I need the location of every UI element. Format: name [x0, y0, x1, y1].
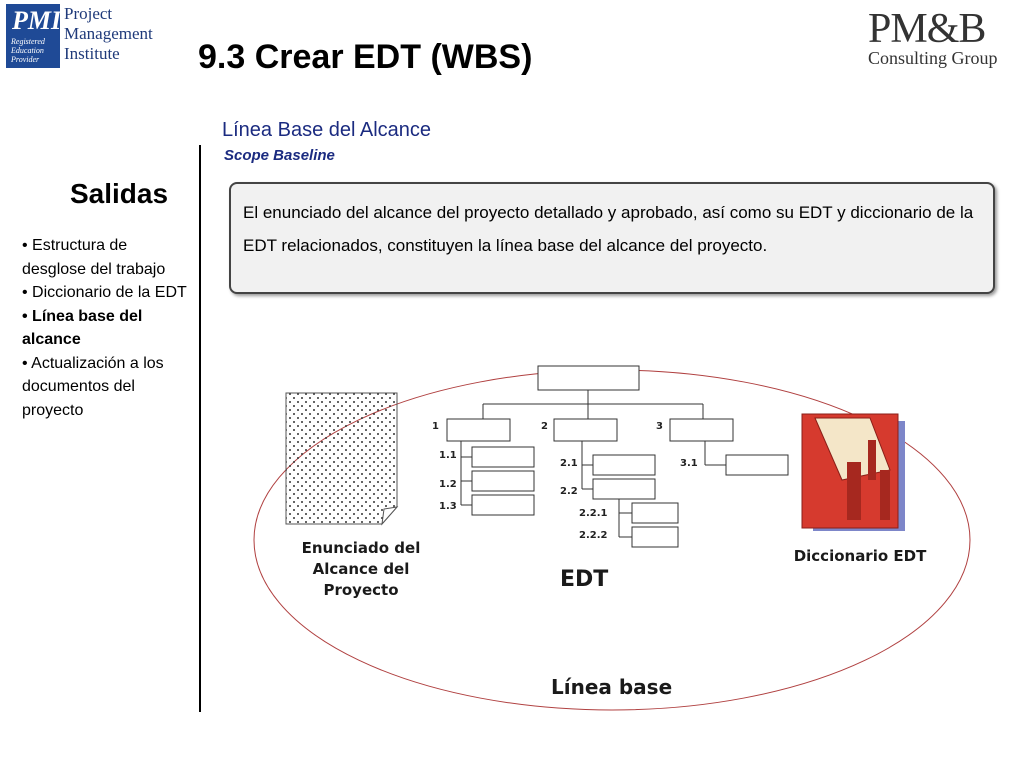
wbs-box-1-1: [471, 446, 535, 468]
document-fold-icon: [381, 506, 399, 526]
wbs-tree: [446, 365, 789, 548]
pmi-logo: PMI Registered Education Provider Projec…: [6, 4, 153, 68]
pmi-badge-text: PMI: [12, 6, 62, 35]
wbs-number: 2.2.2: [579, 530, 608, 541]
wbs-number: 1.2: [439, 479, 457, 490]
dictionary-book-icon: [801, 413, 905, 531]
wbs-label: EDT: [560, 567, 609, 592]
pmb-logo: PM&B Consulting Group: [868, 8, 1018, 69]
wbs-box-1: [446, 418, 511, 442]
wbs-number: 2.2: [560, 486, 578, 497]
outputs-list: • Estructura de desglose del trabajo • D…: [22, 234, 194, 422]
vertical-divider: [199, 145, 201, 712]
pmi-line: Institute: [64, 44, 120, 63]
wbs-number: 3: [656, 421, 663, 432]
list-item: • Diccionario de la EDT: [22, 284, 187, 301]
wbs-number: 2.2.1: [579, 508, 608, 519]
scope-statement-label: Enunciado del Alcance del Proyecto: [301, 539, 421, 599]
wbs-box-1-2: [471, 470, 535, 492]
wbs-box-2-2-2: [631, 526, 679, 548]
scope-baseline-subtitle: Scope Baseline: [224, 147, 335, 164]
scope-baseline-title: Línea Base del Alcance: [222, 119, 432, 141]
wbs-box-2-1: [592, 454, 656, 476]
list-item-highlighted: • Línea base del alcance: [22, 307, 143, 349]
baseline-label: Línea base: [551, 675, 673, 699]
wbs-box-2: [553, 418, 618, 442]
wbs-box-2-2: [592, 478, 656, 500]
wbs-root-box: [537, 365, 640, 391]
wbs-number: 1.3: [439, 501, 457, 512]
pmi-badge: PMI Registered Education Provider: [6, 4, 62, 68]
pmb-logo-sub: Consulting Group: [868, 48, 998, 68]
wbs-number: 3.1: [680, 458, 698, 469]
wbs-box-2-2-1: [631, 502, 679, 524]
scope-statement-document: [285, 392, 398, 525]
pmi-logo-text: Project Management Institute: [64, 4, 153, 64]
wbs-number: 1: [432, 421, 439, 432]
outputs-heading: Salidas: [70, 178, 169, 209]
list-item: • Actualización a los documentos del pro…: [22, 354, 164, 419]
definition-box: El enunciado del alcance del proyecto de…: [229, 182, 995, 294]
wbs-box-1-3: [471, 494, 535, 516]
page-title: 9.3 Crear EDT (WBS): [198, 38, 533, 76]
list-item: • Estructura de desglose del trabajo: [22, 237, 166, 278]
pmi-line: Management: [64, 24, 153, 43]
dictionary-label: Diccionario EDT: [793, 547, 927, 565]
pmi-badge-line: Provider: [11, 55, 40, 64]
pmb-logo-main: PM&B: [868, 6, 986, 52]
wbs-box-3: [669, 418, 734, 442]
pmi-line: Project: [64, 4, 113, 23]
definition-text: El enunciado del alcance del proyecto de…: [243, 203, 974, 255]
pmi-badge-line: Registered: [11, 37, 45, 46]
wbs-box-3-1: [725, 454, 789, 476]
wbs-number: 1.1: [439, 450, 457, 461]
wbs-number: 2.1: [560, 458, 578, 469]
pmi-badge-line: Education: [11, 46, 44, 55]
wbs-number: 2: [541, 421, 548, 432]
